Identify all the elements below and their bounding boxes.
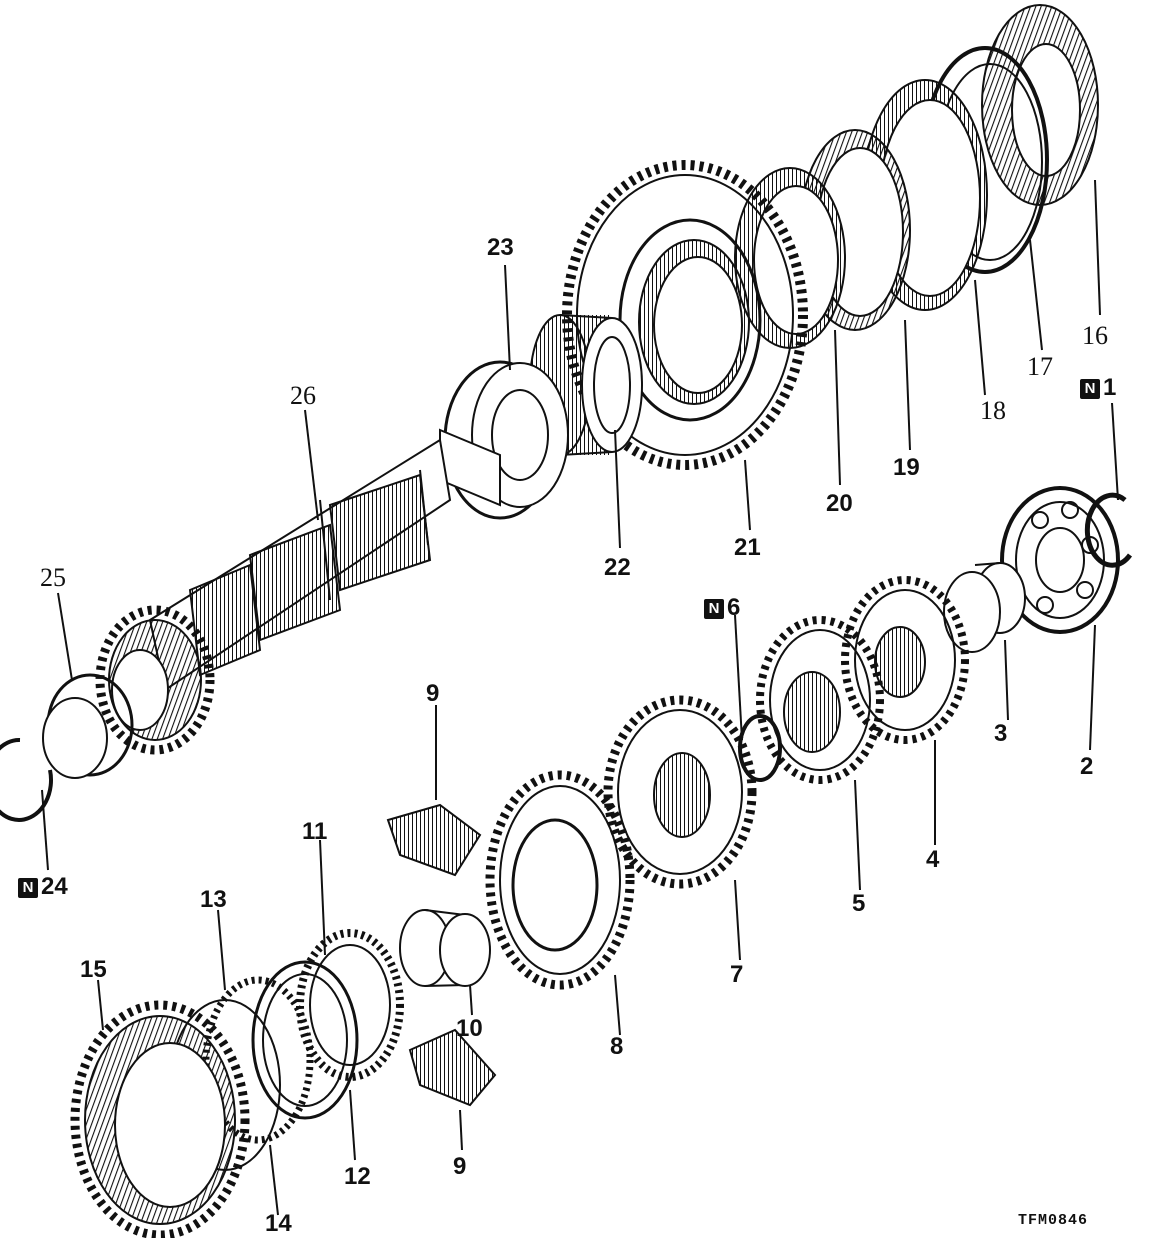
ball-bearing-2	[1000, 486, 1120, 634]
callout-9-lower: 9	[453, 1153, 467, 1180]
spacer-3	[943, 562, 1026, 653]
snap-ring-24	[0, 737, 54, 822]
callout-16: 16	[1082, 321, 1108, 350]
bearing-25	[42, 673, 134, 779]
callout-14: 14	[265, 1210, 292, 1237]
callout-2: 2	[1080, 753, 1094, 780]
synchro-ring-11	[296, 929, 404, 1081]
callout-5: 5	[852, 890, 866, 917]
callout-26: 26	[290, 381, 316, 410]
callout-20: 20	[826, 490, 853, 517]
callout-4: 4	[926, 846, 940, 873]
callout-22: 22	[604, 554, 631, 581]
callout-10: 10	[456, 1015, 483, 1042]
drawing-code: TFM0846	[1018, 1212, 1089, 1229]
new-part-marker: N	[704, 599, 724, 619]
bushing-10	[399, 909, 491, 987]
callout-3: 3	[994, 720, 1008, 747]
main-shaft-26	[148, 428, 501, 692]
snap-ring-6	[738, 714, 782, 782]
callout-23: 23	[487, 234, 514, 261]
callout-11: 11	[302, 818, 328, 845]
gear-5	[756, 616, 884, 784]
callout-25: 25	[40, 563, 66, 592]
gear-4	[841, 576, 969, 744]
callout-12: 12	[344, 1163, 371, 1190]
callout-7: 7	[730, 961, 744, 988]
sleeve-15	[70, 1000, 250, 1238]
gear-7	[603, 695, 757, 889]
new-part-marker: N	[18, 878, 38, 898]
callout-8: 8	[610, 1033, 624, 1060]
callout-15: 15	[80, 956, 107, 983]
shaft-drive-gear	[95, 605, 215, 755]
ring-12	[251, 960, 359, 1120]
new-part-marker: N	[1080, 379, 1100, 399]
ring-20	[734, 167, 846, 349]
leader-lines	[41, 179, 1119, 1216]
needle-bearing-9-lower	[408, 1028, 497, 1107]
callout-13: 13	[200, 886, 227, 913]
callout-19: 19	[893, 454, 920, 481]
callout-18: 18	[980, 396, 1006, 425]
gear-8	[485, 770, 635, 990]
callout-9-upper: 9	[426, 680, 440, 707]
callout-21: 21	[734, 534, 761, 561]
snap-ring-1	[1084, 492, 1133, 568]
callout-17: 17	[1027, 352, 1053, 381]
needle-bearing-9-upper	[386, 803, 482, 877]
ring-13	[202, 976, 314, 1144]
